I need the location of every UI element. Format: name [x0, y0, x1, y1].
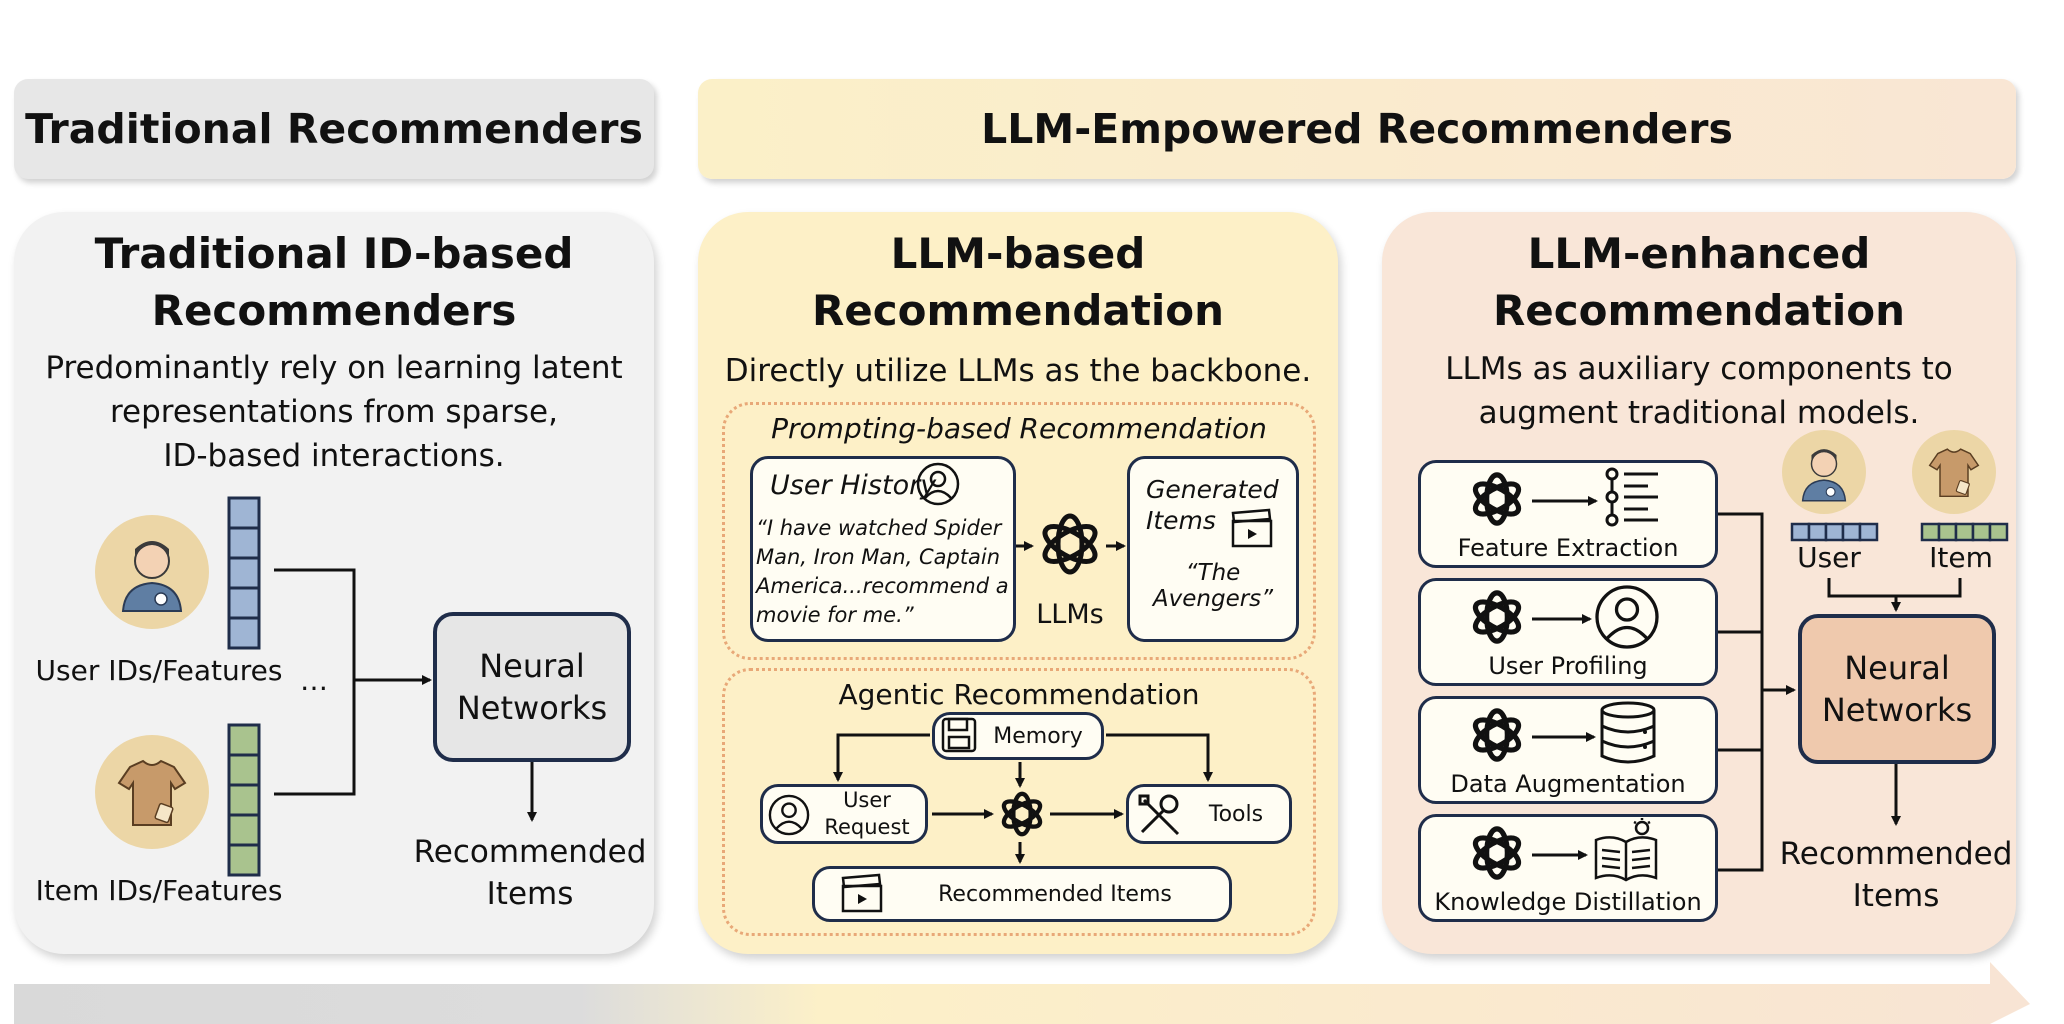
progress-arrow	[14, 962, 2030, 1024]
recommended-items-box	[812, 866, 1232, 922]
knowledge-distillation-box	[1418, 814, 1718, 922]
llm-enhanced-description: LLMs as auxiliary components to augment …	[1445, 351, 1953, 431]
feature-extraction-box	[1418, 460, 1718, 568]
generated-items-label: Generated Items	[1146, 475, 1279, 535]
recommended-items-agentic-label: Recommended Items	[938, 881, 1172, 907]
llms-label: LLMs	[1036, 598, 1104, 630]
traditional-title: Traditional ID-based Recommenders	[94, 229, 574, 335]
item-ids-label: Item IDs/Features	[35, 873, 283, 907]
openai-logo-icon	[1466, 586, 1528, 648]
traditional-description: Predominantly rely on learning latent re…	[45, 350, 623, 474]
database-icon	[1598, 700, 1658, 766]
generated-result: “The Avengers”	[1152, 560, 1274, 612]
openai-logo-icon	[1034, 508, 1106, 580]
prompting-frame	[722, 402, 1316, 660]
ellipsis: …	[300, 663, 328, 697]
person-outline-icon	[1594, 584, 1660, 650]
prompting-title: Prompting-based Recommendation	[771, 411, 1267, 445]
user-avatar-icon	[95, 515, 209, 629]
user-history-box	[750, 456, 1016, 642]
tools-label: Tools	[1208, 801, 1264, 827]
user-history-quote: “I have watched Spider Man, Iron Man, Ca…	[756, 516, 1009, 627]
neural-networks-box: Neural Networks	[433, 612, 631, 762]
person-outline-icon	[916, 462, 960, 506]
llm-based-title: LLM-based Recommendation	[811, 229, 1225, 335]
generated-items-box	[1127, 456, 1299, 642]
item-label: Item	[1929, 540, 1993, 574]
user-label: User	[1797, 540, 1861, 574]
data-augmentation-box	[1418, 696, 1718, 804]
openai-logo-icon	[1466, 822, 1528, 884]
openai-logo-icon	[1466, 468, 1528, 530]
user-profiling-box	[1418, 578, 1718, 686]
llm-enhanced-title: LLM-enhanced Recommendation	[1492, 229, 1906, 335]
user-avatar-icon	[1782, 430, 1866, 514]
user-request-label: User Request	[824, 788, 910, 839]
neural-networks-box: Neural Networks	[1798, 614, 1996, 764]
agentic-title: Agentic Recommendation	[838, 677, 1200, 711]
person-outline-icon	[768, 794, 810, 836]
openai-logo-icon	[1466, 704, 1528, 766]
clapperboard-icon	[1230, 508, 1274, 548]
floppy-disk-icon	[940, 716, 978, 754]
llm-empowered-header: LLM-Empowered Recommenders	[698, 79, 2016, 179]
module-label: Feature Extraction	[1457, 534, 1679, 562]
module-label: User Profiling	[1488, 652, 1648, 680]
book-lightbulb-icon	[1590, 818, 1662, 884]
traditional-header: Traditional Recommenders	[14, 79, 654, 179]
openai-logo-icon	[996, 788, 1048, 840]
tools-icon	[1134, 790, 1184, 840]
agentic-frame	[722, 668, 1316, 936]
recommended-items-label: Recommended Items	[1779, 836, 2013, 914]
recommended-items-label: Recommended Items	[413, 834, 647, 912]
module-label: Data Augmentation	[1450, 770, 1686, 798]
llm-based-description: Directly utilize LLMs as the backbone.	[724, 353, 1312, 389]
tools-box	[1126, 784, 1292, 844]
user-ids-label: User IDs/Features	[35, 653, 283, 687]
clapperboard-icon	[840, 870, 884, 918]
memory-label: Memory	[993, 723, 1083, 749]
tshirt-icon	[1912, 430, 1996, 514]
list-icon	[1602, 466, 1662, 528]
tshirt-icon	[95, 735, 209, 849]
module-label: Knowledge Distillation	[1434, 888, 1702, 916]
user-history-label: User History	[770, 470, 937, 501]
